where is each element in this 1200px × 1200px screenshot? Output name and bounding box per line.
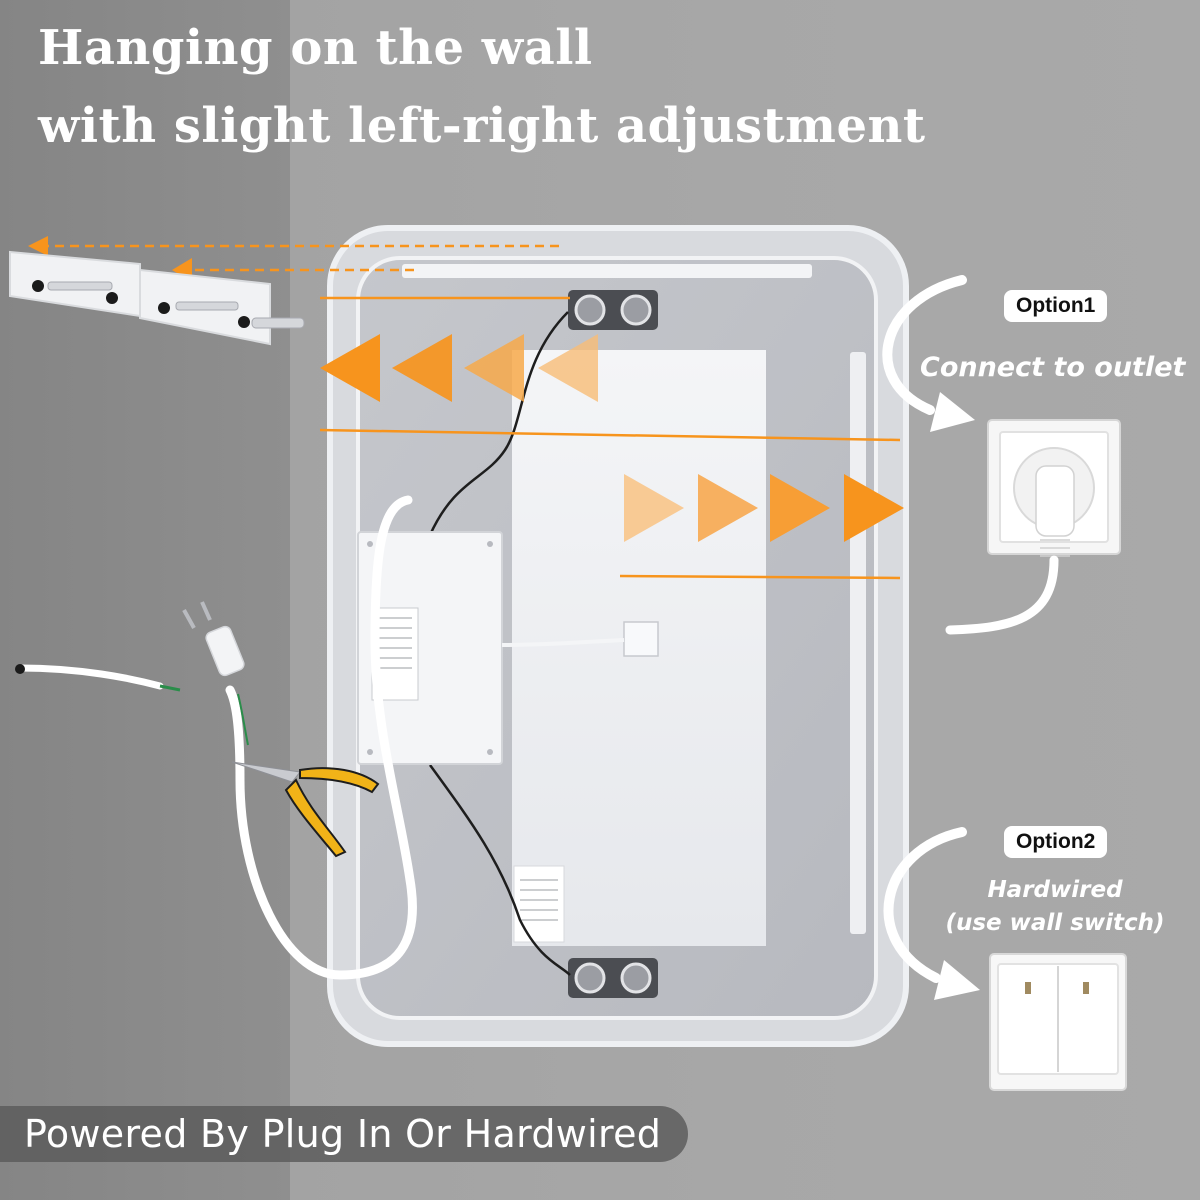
option1-caption: Connect to outlet: [920, 352, 1186, 383]
wall-switch-icon: [989, 953, 1127, 1091]
option2-caption-line-2: (use wall switch): [945, 910, 1165, 936]
mounting-bracket-icon: [9, 250, 305, 346]
curved-arrow-1: [882, 275, 967, 415]
headline-line-2: with slight left-right adjustment: [38, 98, 926, 154]
wall-shadow: [0, 0, 290, 1200]
wall-outlet-icon: [945, 419, 1121, 635]
option1-label: Option1: [1004, 290, 1108, 322]
right-arrows: [624, 474, 904, 542]
mirror-back: [327, 225, 909, 1047]
left-arrows: [320, 334, 598, 402]
option2-caption: Hardwired (use wall switch): [940, 874, 1170, 940]
bottom-banner: Powered By Plug In Or Hardwired: [0, 1106, 688, 1162]
option2-label: Option2: [1004, 826, 1108, 858]
speaker-bottom: [568, 958, 658, 998]
pliers-icon: [231, 761, 380, 858]
internal-wires: [428, 311, 571, 976]
option2-caption-line-1: Hardwired: [987, 877, 1123, 903]
curved-arrow-2: [883, 827, 967, 983]
guide-lines: [40, 244, 560, 272]
power-cord: [16, 495, 417, 980]
plug-icon: [182, 601, 245, 677]
speaker-top: [568, 290, 658, 330]
headline-line-1: Hanging on the wall: [38, 20, 593, 76]
adjust-lines: [319, 296, 901, 580]
banner-text: Powered By Plug In Or Hardwired: [24, 1112, 662, 1156]
